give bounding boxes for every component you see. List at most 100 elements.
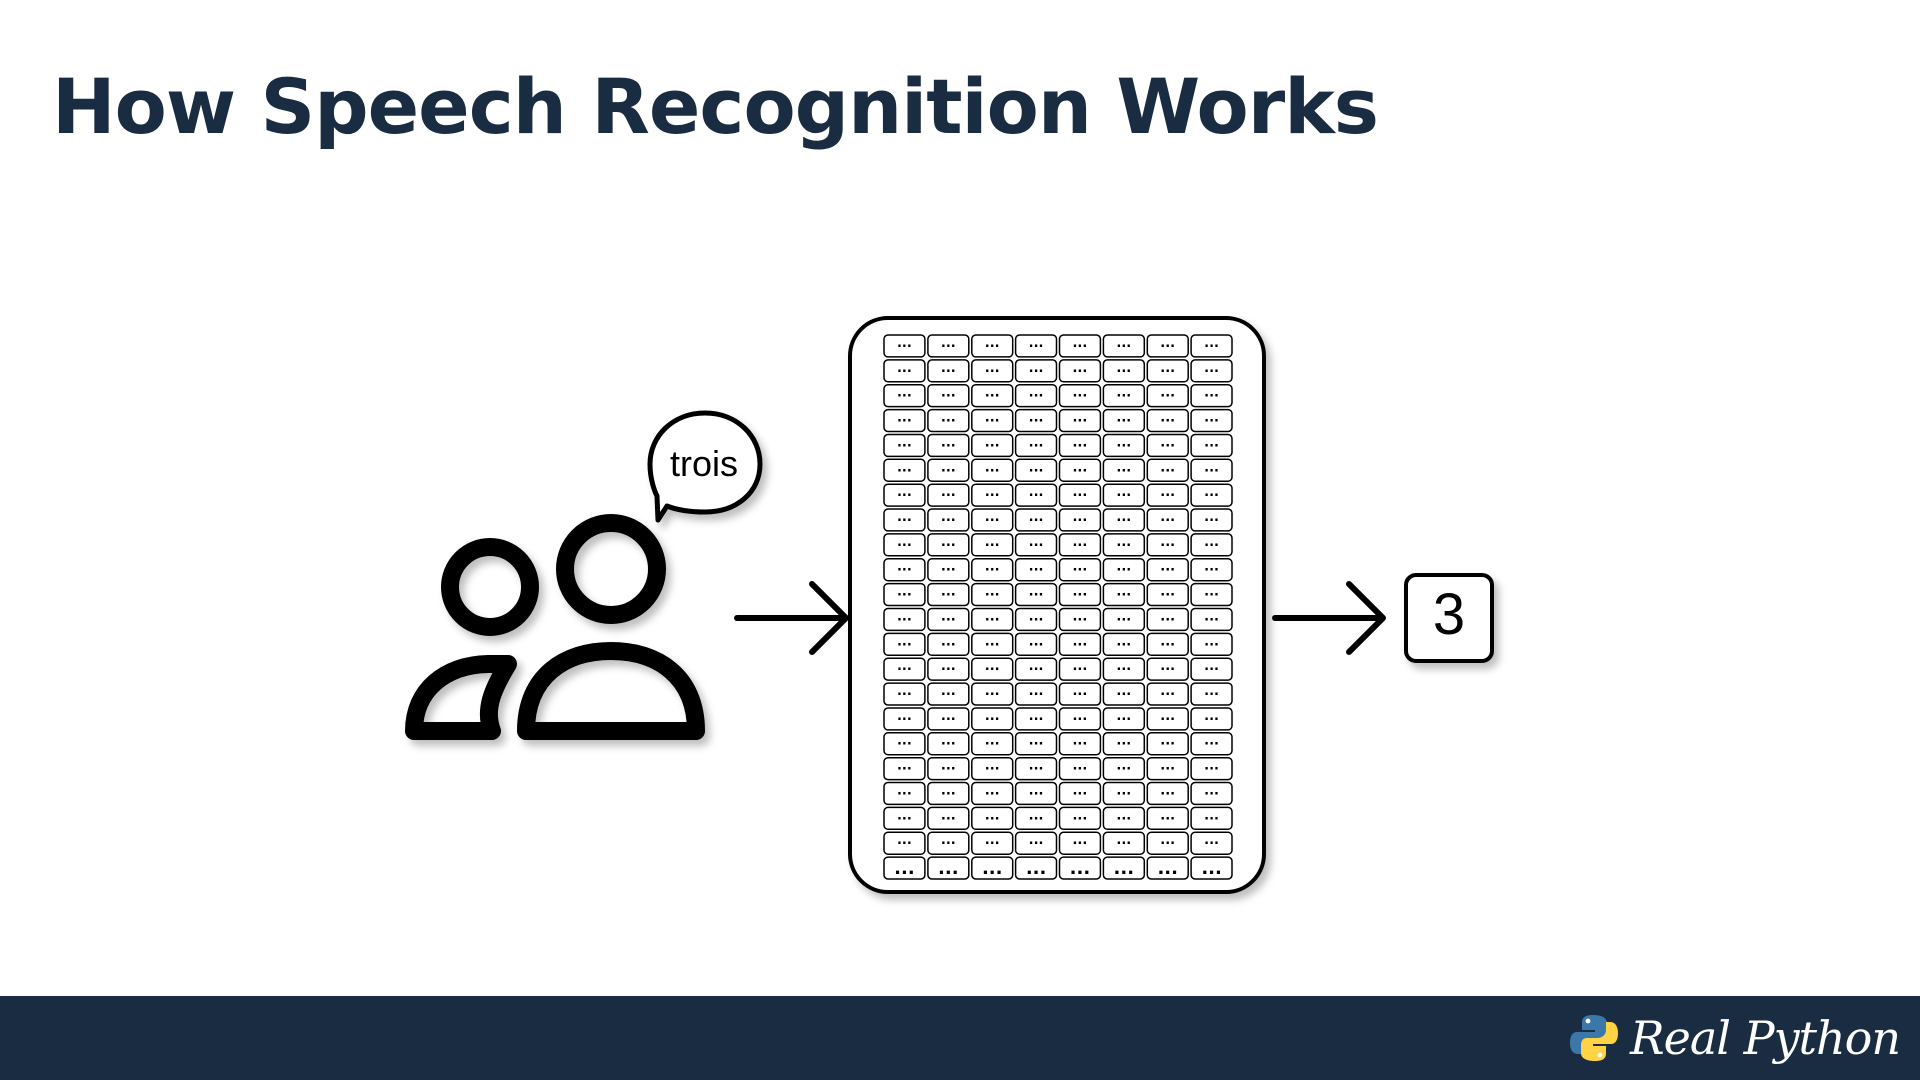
- grid-cell: [971, 707, 1014, 731]
- grid-cell: [1190, 781, 1233, 806]
- grid-cell: [1102, 607, 1146, 632]
- grid-cell-text: ...: [1204, 634, 1219, 649]
- grid-cell-text: ...: [1160, 784, 1175, 799]
- grid-cell: [927, 483, 970, 507]
- grid-cell-text: ...: [1029, 336, 1044, 351]
- grid-cell: [971, 632, 1014, 657]
- grid-cell: [1058, 582, 1102, 607]
- grid-cell-text: ...: [1204, 659, 1219, 674]
- grid-cell: [1014, 806, 1058, 831]
- grid-cell: [971, 533, 1014, 557]
- grid-cell: [883, 632, 926, 657]
- grid-cell-text: ...: [941, 734, 956, 749]
- grid-cell: [1102, 483, 1146, 507]
- grid-cell-text: ...: [897, 634, 912, 649]
- grid-cell: [1014, 533, 1058, 557]
- grid-cell: [927, 558, 970, 582]
- python-logo-icon: [1570, 1015, 1618, 1061]
- grid-cell: [883, 756, 926, 781]
- grid-cell-text: ...: [1072, 510, 1087, 525]
- grid-cell-text: ...: [941, 535, 956, 550]
- grid-cell: [1102, 433, 1146, 458]
- grid-cell: [1146, 408, 1189, 433]
- grid-cell-text: ...: [897, 709, 912, 724]
- grid-cell-text: ...: [1160, 759, 1175, 774]
- grid-cell: [1102, 458, 1146, 482]
- grid-cell-text: ...: [1029, 460, 1044, 475]
- grid-cell: [1014, 433, 1058, 458]
- grid-cell: [1146, 433, 1189, 458]
- grid-cell-text: ...: [1160, 411, 1175, 426]
- grid-cell: [1146, 607, 1189, 632]
- grid-cell-text: ...: [897, 386, 912, 401]
- grid-cell-text: ...: [1072, 609, 1087, 624]
- grid-cell-text: ...: [1160, 386, 1175, 401]
- grid-cell: [927, 458, 970, 482]
- grid-cell-text: ...: [897, 609, 912, 624]
- grid-cell: [1102, 582, 1146, 607]
- grid-cell: [1146, 334, 1189, 358]
- grid-cell-text: ...: [897, 585, 912, 600]
- grid-cell-text: ...: [941, 435, 956, 450]
- grid-cell-text: ...: [1204, 361, 1219, 376]
- grid-cell: [1102, 856, 1146, 880]
- grid-cell: [1014, 458, 1058, 482]
- grid-cell: [883, 408, 926, 433]
- grid-cell-text: ...: [941, 585, 956, 600]
- grid-cell-text: ...: [1029, 784, 1044, 799]
- grid-cell: [1058, 508, 1102, 532]
- grid-cell-text: ...: [941, 609, 956, 624]
- grid-cell-text: ...: [1116, 659, 1131, 674]
- grid-cell: [971, 756, 1014, 781]
- grid-cell: [883, 383, 926, 408]
- grid-cell: [1058, 781, 1102, 806]
- grid-cell-text: ...: [1029, 435, 1044, 450]
- grid-cell: [883, 458, 926, 482]
- grid-cell-text: ...: [897, 535, 912, 550]
- grid-cell: [1014, 582, 1058, 607]
- person-right-body: [517, 642, 705, 740]
- grid-cell: [1058, 657, 1102, 681]
- grid-cell: [927, 632, 970, 657]
- grid-cell-text: ...: [1072, 709, 1087, 724]
- grid-cell-text: ...: [1072, 833, 1087, 848]
- grid-cell-text: ...: [985, 585, 1000, 600]
- grid-cell-text: ...: [897, 485, 912, 500]
- grid-cell: [971, 408, 1014, 433]
- grid-cell-text: ...: [1204, 535, 1219, 550]
- grid-cell-text: ...: [1072, 734, 1087, 749]
- grid-cell: [1190, 657, 1233, 681]
- grid-cell-text: ...: [1116, 808, 1131, 823]
- grid-cell: [971, 831, 1014, 855]
- grid-cell-text: ...: [1029, 709, 1044, 724]
- grid-cell-text: ...: [897, 759, 912, 774]
- grid-cell: [1014, 756, 1058, 781]
- grid-cell-text: ...: [1116, 609, 1131, 624]
- grid-cell-text: ...: [1204, 784, 1219, 799]
- grid-cell: [1102, 657, 1146, 681]
- grid-cell-text: ...: [1204, 460, 1219, 475]
- grid-cell-text: ...: [1116, 560, 1131, 575]
- grid-cell: [1190, 334, 1233, 358]
- grid-cell-text: ...: [941, 784, 956, 799]
- grid-cell-text: ...: [1072, 808, 1087, 823]
- grid-cell-text: ...: [1026, 858, 1047, 879]
- grid-cell-text: ...: [985, 411, 1000, 426]
- grid-cell-text: ...: [1072, 460, 1087, 475]
- grid-cell: [927, 732, 970, 756]
- grid-cell-text: ...: [941, 808, 956, 823]
- grid-cell-text: ...: [897, 808, 912, 823]
- grid-cell-text: ...: [941, 510, 956, 525]
- grid-cell: [1014, 558, 1058, 582]
- grid-cell-text: ...: [897, 510, 912, 525]
- grid-cell: [1014, 508, 1058, 532]
- grid-cell-text: ...: [1116, 460, 1131, 475]
- grid-cell: [883, 657, 926, 681]
- grid-cell-text: ...: [985, 808, 1000, 823]
- grid-cell-text: ...: [985, 510, 1000, 525]
- grid-cell: [1146, 383, 1189, 408]
- grid-cell-text: ...: [1070, 858, 1091, 879]
- grid-cell-text: ...: [1029, 759, 1044, 774]
- grid-cell: [1014, 334, 1058, 358]
- person-right-head: [556, 514, 666, 624]
